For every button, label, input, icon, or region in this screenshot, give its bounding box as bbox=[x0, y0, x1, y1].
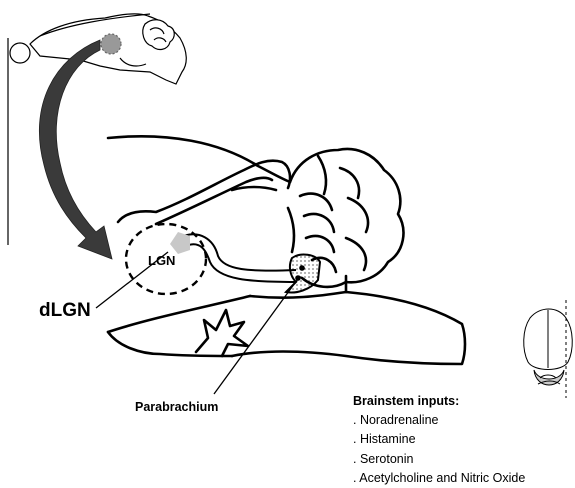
sagittal-brain-section bbox=[108, 136, 465, 364]
curved-arrow-icon bbox=[39, 40, 112, 259]
optic-tract bbox=[178, 234, 296, 282]
lgn-label: LGN bbox=[148, 254, 175, 267]
lgn-highlight bbox=[170, 232, 190, 254]
input-item: . Serotonin bbox=[353, 450, 525, 469]
dlgn-label: dLGN bbox=[39, 301, 91, 320]
input-item: . Histamine bbox=[353, 430, 525, 449]
input-item: . Acetylcholine and Nitric Oxide bbox=[353, 469, 525, 488]
parabrachial-nucleus bbox=[286, 255, 320, 293]
parabrachial-dot-upper bbox=[299, 265, 305, 271]
brainstem-inputs-list: Brainstem inputs: . Noradrenaline . Hist… bbox=[353, 392, 525, 488]
parabrachium-pointer-line bbox=[214, 276, 300, 394]
dorsal-brain-inset-icon bbox=[524, 300, 573, 398]
input-item: . Noradrenaline bbox=[353, 411, 525, 430]
brainstem-inputs-title: Brainstem inputs: bbox=[353, 392, 525, 411]
parabrachium-label: Parabrachium bbox=[135, 401, 218, 414]
